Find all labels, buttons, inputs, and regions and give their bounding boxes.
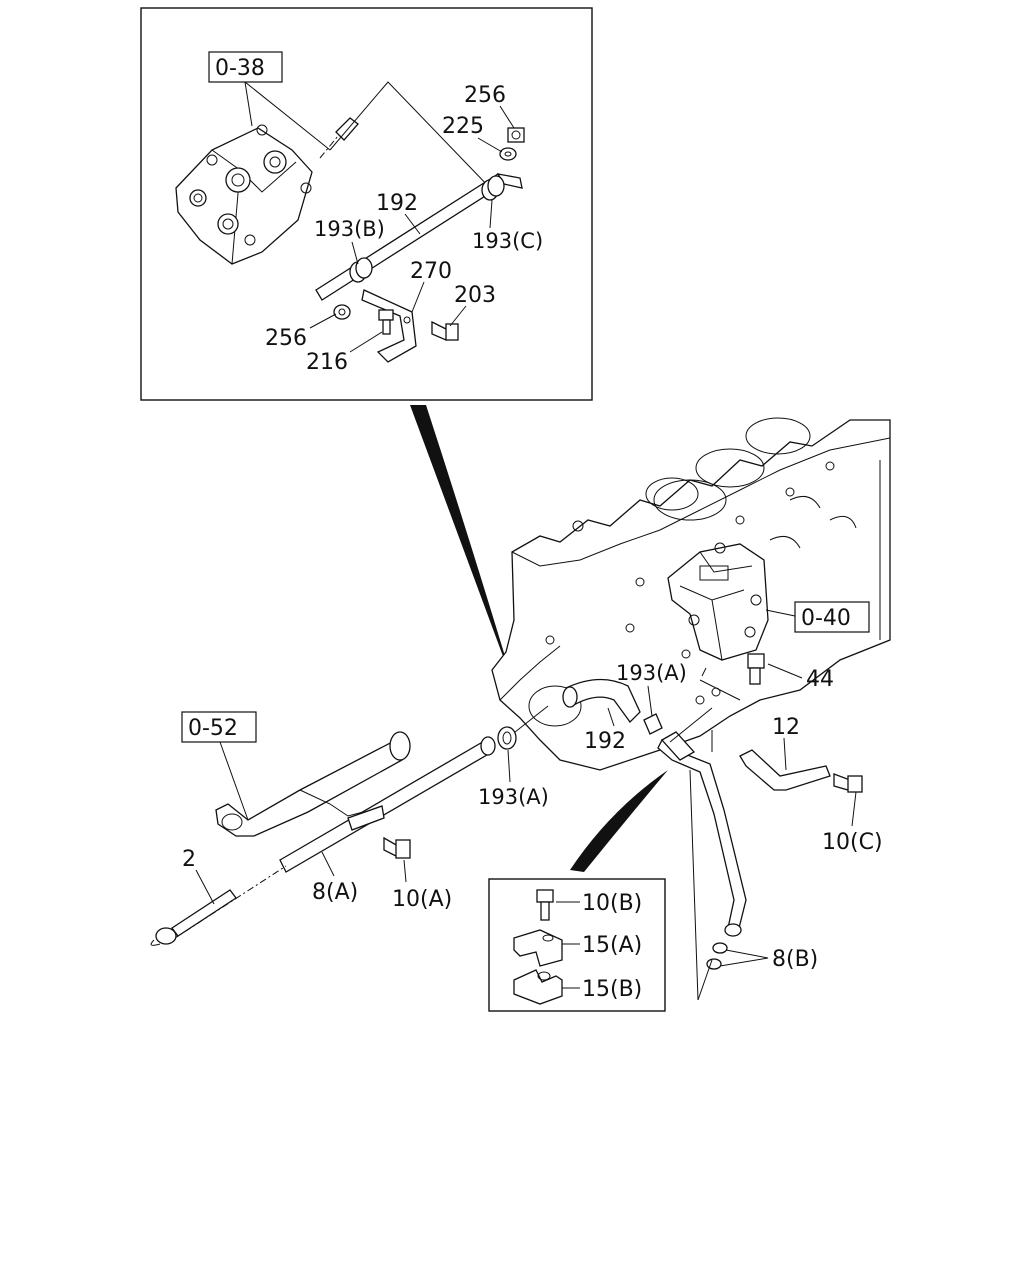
- clamp-15a: [513, 929, 563, 967]
- label-192-detail: 192: [376, 191, 418, 216]
- label-2: 2: [182, 847, 196, 872]
- washer-225: [499, 147, 517, 161]
- label-193a-lower: 193(A): [478, 785, 549, 809]
- pipe-192-detail: [315, 173, 523, 301]
- ref-label-0-38: 0-38: [215, 56, 265, 81]
- guide-tube-8a: [279, 736, 496, 873]
- label-10a: 10(A): [392, 887, 452, 912]
- label-12: 12: [772, 715, 800, 740]
- o-rings-8b: [706, 942, 728, 970]
- ref-box-0-40: [794, 601, 870, 633]
- label-193c: 193(C): [472, 229, 543, 253]
- nut-256-lower: [333, 304, 351, 320]
- bracket-12: [739, 749, 831, 791]
- pump-on-engine: [667, 542, 769, 661]
- ref-box-0-38: [208, 51, 283, 83]
- label-216: 216: [306, 350, 348, 375]
- bolt-203: [431, 320, 459, 341]
- label-44: 44: [806, 667, 834, 692]
- ref-box-0-52: [181, 711, 257, 743]
- label-192-main: 192: [584, 729, 626, 754]
- label-256-lower: 256: [265, 326, 307, 351]
- pipe-8b: [657, 707, 747, 937]
- ref-label-0-52: 0-52: [188, 716, 238, 741]
- label-10c: 10(C): [822, 830, 883, 855]
- hose-192: [509, 678, 641, 737]
- bolt-10c: [833, 773, 863, 793]
- label-203: 203: [454, 283, 496, 308]
- dipstick-2: [150, 865, 287, 946]
- detail-inset-bottom: 10(B) 15(A) 15(B): [488, 878, 666, 1012]
- bolt-216: [378, 309, 394, 335]
- label-225: 225: [442, 114, 484, 139]
- label-8b: 8(B): [772, 947, 818, 972]
- label-15b: 15(B): [582, 977, 642, 1002]
- detail-inset-top: 0-38: [140, 7, 593, 401]
- label-10b: 10(B): [582, 891, 642, 916]
- bolt-10b: [536, 889, 554, 921]
- label-15a: 15(A): [582, 933, 642, 958]
- callout-wedge-top: [410, 405, 514, 686]
- filler-tube: [215, 731, 411, 837]
- nut-256-top: [507, 127, 525, 143]
- callout-wedge-bottom: [570, 770, 668, 872]
- bracket-270: [361, 289, 417, 363]
- bolt-44: [747, 653, 765, 685]
- bolt-10a: [383, 836, 411, 859]
- label-193b: 193(B): [314, 217, 385, 241]
- ref-label-0-40: 0-40: [801, 606, 851, 631]
- clip-193a-lower: [497, 726, 517, 750]
- label-8a: 8(A): [312, 880, 358, 905]
- label-270: 270: [410, 259, 452, 284]
- pump-housing-detail: [175, 124, 313, 265]
- clamp-15b: [513, 969, 563, 1005]
- label-256-top: 256: [464, 83, 506, 108]
- label-193a-upper: 193(A): [616, 661, 687, 685]
